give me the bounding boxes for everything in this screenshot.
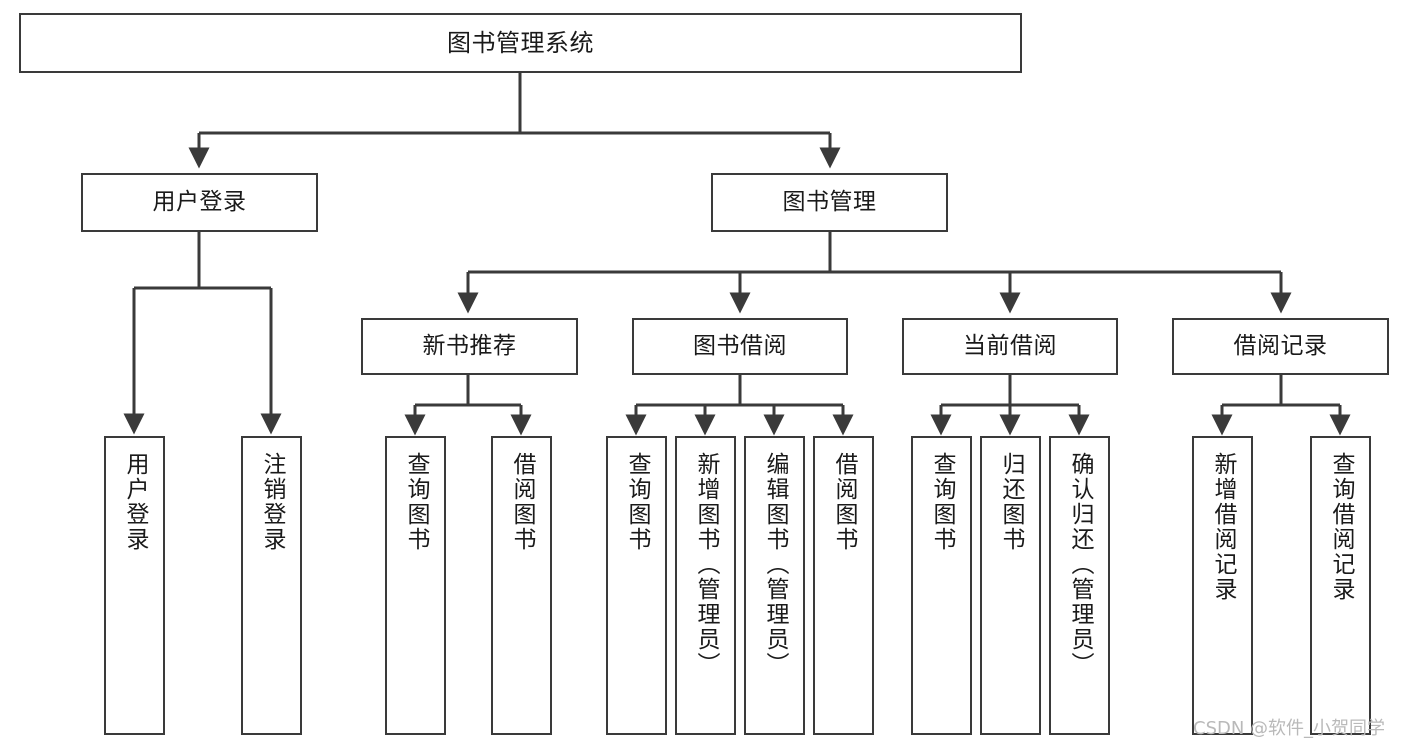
node-borrow-record[interactable]: 借阅记录: [1172, 318, 1389, 375]
node-label: 借阅图书: [509, 452, 535, 552]
node-leaf-query-book-3[interactable]: 查询图书: [911, 436, 972, 735]
node-label: 查询图书: [403, 452, 429, 552]
node-label: 查询借阅记录: [1328, 452, 1354, 602]
node-leaf-return-book[interactable]: 归还图书: [980, 436, 1041, 735]
node-label: 编辑图书（管理员）: [762, 452, 788, 677]
node-label: 新增图书（管理员）: [693, 452, 719, 677]
node-label: 注销登录: [259, 452, 285, 552]
node-current-borrow[interactable]: 当前借阅: [902, 318, 1118, 375]
csdn-watermark: CSDN @软件_小贺同学: [1193, 718, 1386, 739]
node-book-borrow[interactable]: 图书借阅: [632, 318, 848, 375]
node-label: 归还图书: [998, 452, 1024, 552]
node-label: 用户登录: [152, 188, 247, 215]
node-label: 新书推荐: [422, 332, 517, 359]
node-label: 图书借阅: [693, 332, 787, 359]
node-label: 当前借阅: [963, 332, 1057, 359]
node-book-management-system[interactable]: 图书管理系统: [19, 13, 1022, 73]
node-new-book-recommend[interactable]: 新书推荐: [361, 318, 578, 375]
node-label: 新增借阅记录: [1210, 452, 1236, 602]
node-user-login[interactable]: 用户登录: [81, 173, 318, 232]
node-leaf-add-record[interactable]: 新增借阅记录: [1192, 436, 1253, 735]
node-label: 借阅图书: [831, 452, 857, 552]
node-label: 查询图书: [624, 452, 650, 552]
node-leaf-edit-book[interactable]: 编辑图书（管理员）: [744, 436, 805, 735]
node-label: 图书管理系统: [447, 28, 594, 57]
node-leaf-borrow-book-1[interactable]: 借阅图书: [491, 436, 552, 735]
node-label: 图书管理: [782, 188, 877, 215]
node-label: 借阅记录: [1233, 332, 1328, 359]
node-leaf-query-record[interactable]: 查询借阅记录: [1310, 436, 1371, 735]
node-leaf-add-book[interactable]: 新增图书（管理员）: [675, 436, 736, 735]
node-leaf-query-book-2[interactable]: 查询图书: [606, 436, 667, 735]
node-leaf-query-book-1[interactable]: 查询图书: [385, 436, 446, 735]
node-label: 用户登录: [122, 452, 148, 552]
node-leaf-confirm-return[interactable]: 确认归还（管理员）: [1049, 436, 1110, 735]
node-label: 确认归还（管理员）: [1067, 452, 1093, 677]
node-book-management[interactable]: 图书管理: [711, 173, 948, 232]
node-leaf-borrow-book-2[interactable]: 借阅图书: [813, 436, 874, 735]
node-leaf-user-login[interactable]: 用户登录: [104, 436, 165, 735]
node-label: 查询图书: [929, 452, 955, 552]
node-leaf-logout-login[interactable]: 注销登录: [241, 436, 302, 735]
